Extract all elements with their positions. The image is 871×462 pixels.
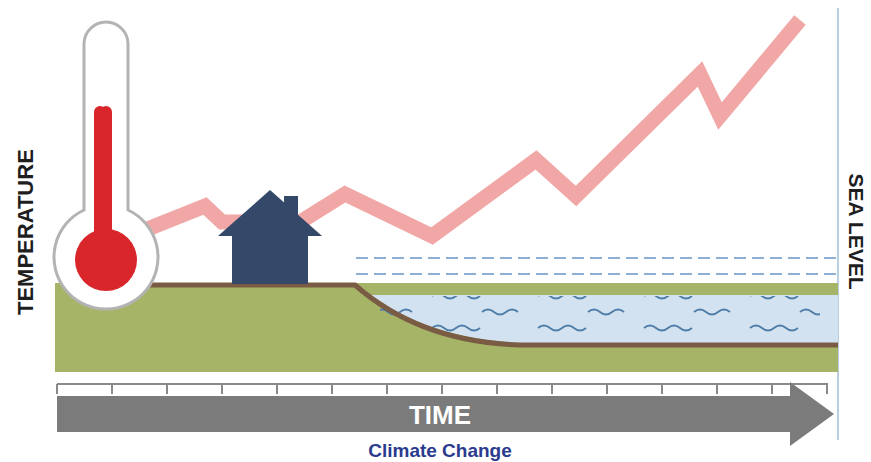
tick — [716, 384, 718, 394]
future-sea-level — [356, 273, 836, 275]
tick — [551, 384, 553, 394]
caption: Climate Change — [368, 441, 512, 462]
tick — [441, 384, 443, 394]
ground — [55, 283, 838, 372]
tick — [276, 384, 278, 394]
tick — [661, 384, 663, 394]
tick — [496, 384, 498, 394]
axis-label: TEMPERATURE — [14, 149, 38, 315]
axis-label: TIME — [409, 401, 471, 430]
axis-label: SEA LEVEL — [844, 174, 867, 290]
tick-marks — [57, 384, 827, 394]
tick — [166, 384, 168, 394]
house-icon — [218, 190, 322, 284]
tick — [221, 384, 223, 394]
shoreline — [150, 285, 838, 345]
tick — [386, 384, 388, 394]
temperature-line — [130, 20, 800, 236]
tick — [826, 384, 828, 394]
sea-water — [362, 288, 838, 343]
sea-level-axis — [837, 8, 839, 440]
tick — [771, 384, 773, 394]
thermometer-icon — [54, 22, 158, 309]
tick — [606, 384, 608, 394]
tick — [56, 384, 58, 394]
future-sea-level — [356, 257, 836, 259]
tick — [111, 384, 113, 394]
tick — [331, 384, 333, 394]
time-arrow — [57, 382, 834, 446]
